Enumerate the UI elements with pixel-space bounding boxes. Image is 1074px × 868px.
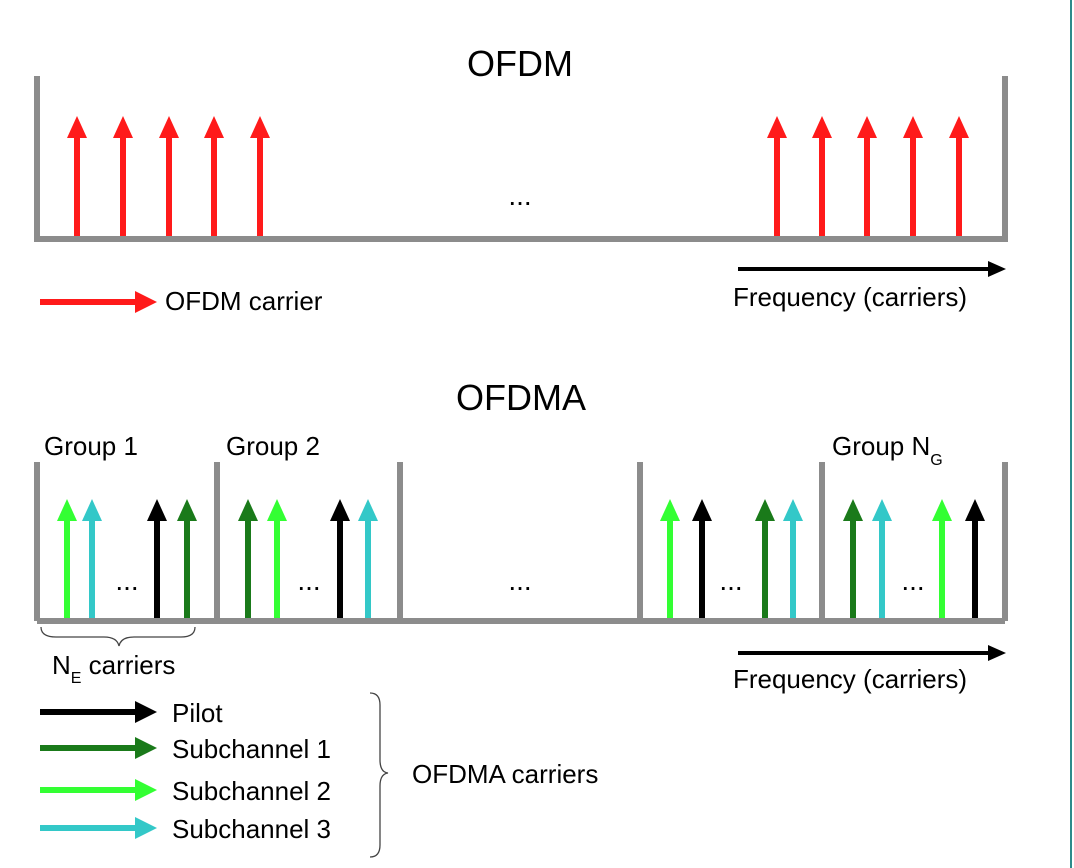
- ofdma-carrier-arrow-subchannel-2: [660, 499, 680, 618]
- frequency-arrow-icon: [738, 645, 1006, 661]
- ofdm-carrier-arrow: [903, 116, 923, 236]
- legend-subchannel-2-arrow-icon: [40, 779, 157, 801]
- group-label-ng: Group NG: [832, 431, 943, 469]
- ofdm-carrier-arrow: [67, 116, 87, 236]
- legend-subchannel-3-arrow-icon: [40, 817, 157, 839]
- ofdm-carrier-arrow: [204, 116, 224, 236]
- group-label-2: Group 2: [226, 431, 320, 461]
- ofdma-carrier-arrow-subchannel-1: [177, 499, 197, 618]
- ofdm-carrier-arrow: [767, 116, 787, 236]
- ofdma-carrier-arrows: [57, 499, 985, 618]
- legend-label-pilot: Pilot: [172, 698, 223, 728]
- ofdma-frequency-arrow: [738, 645, 1006, 661]
- ofdma-carrier-arrow-subchannel-3: [872, 499, 892, 618]
- legend-label-subchannel-3: Subchannel 3: [172, 814, 331, 844]
- group-label-ng-main: Group N: [832, 431, 930, 461]
- ofdma-carrier-arrow-subchannel-2: [932, 499, 952, 618]
- ne-carriers-label: NE carriers: [52, 650, 175, 687]
- ofdm-carrier-arrow: [812, 116, 832, 236]
- ofdm-carrier-arrow: [159, 116, 179, 236]
- ofdma-frequency-label: Frequency (carriers): [733, 664, 967, 694]
- ofdm-carrier-arrows: [67, 116, 969, 236]
- legend-brace: [369, 692, 389, 858]
- ofdma-carrier-arrow-subchannel-1: [238, 499, 258, 618]
- ofdma-carrier-arrow-subchannel-2: [57, 499, 77, 618]
- ofdm-legend-label: OFDM carrier: [165, 286, 323, 316]
- legend-brace-label: OFDMA carriers: [412, 759, 598, 789]
- ofdma-carrier-arrow-pilot: [330, 499, 350, 618]
- ofdm-title: OFDM: [467, 43, 573, 84]
- ne-carriers-brace: [40, 626, 196, 647]
- ofdma-carrier-arrow-subchannel-3: [783, 499, 803, 618]
- ofdma-title: OFDMA: [456, 377, 586, 418]
- legend-pilot-arrow-icon: [40, 701, 157, 723]
- ofdm-band-frame: [34, 76, 1008, 242]
- group-n-ellipsis: ...: [901, 565, 924, 596]
- legend-label-subchannel-1: Subchannel 1: [172, 734, 331, 764]
- ofdma-section: OFDMA Group 1 Group 2 Group NG ... ... .…: [34, 377, 1008, 858]
- group-n-1-ellipsis: ...: [719, 565, 742, 596]
- ofdm-carrier-arrow: [250, 116, 270, 236]
- ofdm-frequency-arrow: [738, 261, 1006, 277]
- ne-suffix: carriers: [81, 650, 175, 680]
- group-2-ellipsis: ...: [297, 565, 320, 596]
- ofdma-carrier-arrow-pilot: [147, 499, 167, 618]
- red-arrow-icon: [40, 291, 157, 313]
- ofdma-legend-arrows: [40, 701, 157, 839]
- ofdma-band-frame: [34, 462, 1008, 624]
- ofdma-carrier-arrow-subchannel-1: [843, 499, 863, 618]
- ofdm-carrier-arrow: [113, 116, 133, 236]
- ofdm-carrier-arrow: [857, 116, 877, 236]
- ofdma-carrier-arrow-subchannel-3: [82, 499, 102, 618]
- group-label-ng-subscript: G: [930, 452, 942, 469]
- ofdma-carrier-arrow-pilot: [965, 499, 985, 618]
- ofdm-ellipsis: ...: [508, 180, 531, 211]
- ofdm-section: OFDM ... Frequency (carriers) OFDM carri…: [34, 43, 1008, 316]
- middle-ellipsis: ...: [508, 565, 531, 596]
- ofdm-legend-red-arrow-icon: [40, 291, 157, 313]
- ofdma-carrier-arrow-pilot: [692, 499, 712, 618]
- ne-main: N: [52, 650, 71, 680]
- legend-label-subchannel-2: Subchannel 2: [172, 776, 331, 806]
- group-1-ellipsis: ...: [115, 565, 138, 596]
- ne-subscript: E: [71, 670, 82, 687]
- legend-subchannel-1-arrow-icon: [40, 737, 157, 759]
- ofdma-carrier-arrow-subchannel-1: [755, 499, 775, 618]
- ofdma-carrier-arrow-subchannel-3: [358, 499, 378, 618]
- ofdm-carrier-arrow: [949, 116, 969, 236]
- frequency-arrow-icon: [738, 261, 1006, 277]
- ofdm-frequency-label: Frequency (carriers): [733, 282, 967, 312]
- ofdma-carrier-arrow-subchannel-2: [267, 499, 287, 618]
- group-label-1: Group 1: [44, 431, 138, 461]
